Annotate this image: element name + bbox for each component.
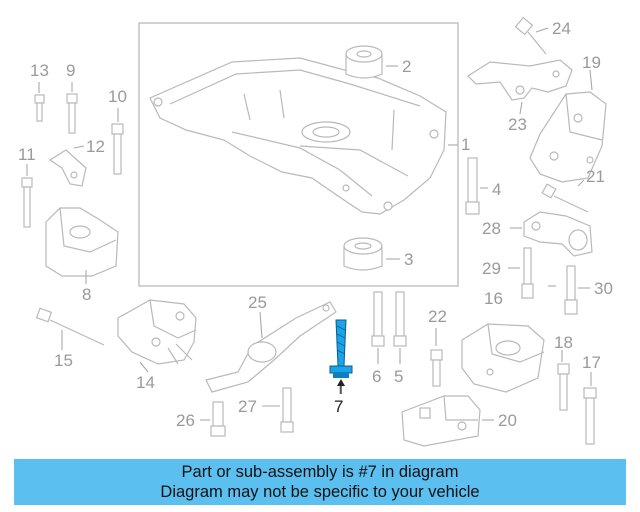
callout-1: 1 [461, 135, 470, 154]
transmission-mount-16[interactable] [461, 323, 545, 393]
bolt-9[interactable] [66, 93, 78, 134]
bolt-21[interactable] [541, 183, 589, 213]
callout-10: 10 [108, 87, 127, 106]
callout-27: 27 [238, 397, 257, 416]
notice-line-1: Part or sub-assembly is #7 in diagram [181, 463, 459, 481]
bracket-28[interactable] [523, 211, 593, 257]
bolt-10[interactable] [111, 123, 124, 175]
bolt-7-highlighted[interactable] [329, 319, 353, 378]
subframe-box [138, 22, 459, 287]
callout-6: 6 [372, 367, 381, 386]
bolt-22[interactable] [430, 349, 443, 387]
transmission-mount-14[interactable] [117, 299, 197, 365]
bolt-13[interactable] [34, 94, 45, 122]
bolt-18[interactable] [557, 363, 570, 411]
callout-19: 19 [582, 53, 601, 72]
callout-16: 16 [484, 289, 503, 308]
callout-13: 13 [30, 61, 49, 80]
callout-29: 29 [482, 259, 501, 278]
callout-17: 17 [582, 353, 601, 372]
bolt-5[interactable] [393, 291, 407, 347]
bolt-24[interactable] [514, 16, 547, 55]
callout-7-arrow [337, 379, 345, 394]
mount-bushing-upper[interactable] [345, 45, 383, 79]
callout-3: 3 [404, 250, 413, 269]
torque-arm-25[interactable] [205, 301, 337, 393]
callout-22: 22 [428, 307, 447, 326]
bracket-20[interactable] [401, 395, 481, 447]
mount-bushing-lower[interactable] [343, 237, 383, 271]
callout-labels: 1 2 3 4 5 6 7 8 9 10 11 12 13 14 15 16 1… [18, 19, 613, 430]
bolt-17[interactable] [583, 387, 597, 445]
bracket-19[interactable] [529, 91, 607, 183]
leader-lines [26, 27, 593, 421]
fitment-notice-banner: Part or sub-assembly is #7 in diagram Di… [14, 459, 626, 505]
bracket-23[interactable] [467, 59, 573, 101]
callout-25: 25 [248, 293, 267, 312]
callout-20: 20 [498, 411, 517, 430]
callout-4: 4 [492, 180, 501, 199]
callout-14: 14 [136, 373, 155, 392]
bolt-30[interactable] [564, 265, 578, 315]
bolt-4[interactable] [465, 157, 480, 215]
bolt-27[interactable] [280, 387, 294, 433]
engine-mount-8[interactable] [45, 207, 119, 277]
callout-30: 30 [594, 279, 613, 298]
callout-7-highlighted: 7 [334, 397, 343, 416]
callout-8: 8 [82, 285, 91, 304]
bolt-15[interactable] [35, 307, 105, 346]
bolt-26[interactable] [210, 401, 226, 437]
callout-23: 23 [508, 115, 527, 134]
bolt-11[interactable] [21, 177, 33, 228]
parts-diagram: 1 2 3 4 5 6 7 8 9 10 11 12 13 14 15 16 1… [18, 16, 613, 447]
bolt-6[interactable] [371, 291, 385, 347]
callout-5: 5 [394, 367, 403, 386]
callout-15: 15 [54, 351, 73, 370]
notice-line-2: Diagram may not be specific to your vehi… [160, 483, 480, 501]
callout-9: 9 [66, 61, 75, 80]
callout-21: 21 [586, 167, 605, 186]
callout-24: 24 [552, 19, 571, 38]
callout-2: 2 [402, 57, 411, 76]
bolt-29[interactable] [521, 247, 534, 299]
callout-12: 12 [86, 137, 105, 156]
callout-28: 28 [482, 219, 501, 238]
callout-11: 11 [18, 145, 36, 164]
subframe-part[interactable] [149, 57, 447, 215]
callout-26: 26 [176, 411, 195, 430]
bracket-12[interactable] [48, 149, 87, 187]
callout-18: 18 [554, 333, 573, 352]
